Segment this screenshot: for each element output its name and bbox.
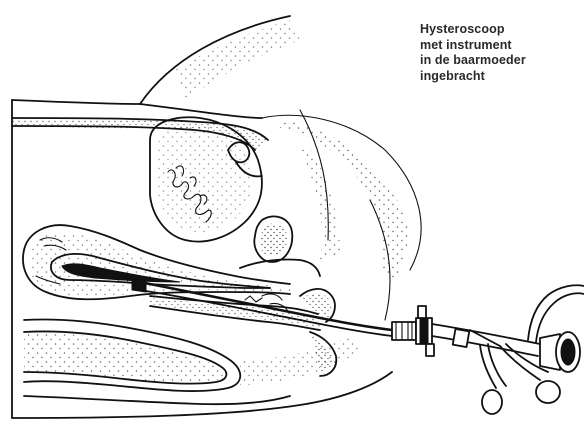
- caption-line-2: met instrument: [420, 38, 580, 54]
- pubic-bone: [254, 216, 292, 262]
- figure-caption: Hysteroscoop met instrument in de baarmo…: [420, 22, 580, 84]
- caption-line-4: ingebracht: [420, 69, 580, 85]
- uterus: [23, 225, 290, 299]
- caption-line-3: in de baarmoeder: [420, 53, 580, 69]
- caption-line-1: Hysteroscoop: [420, 22, 580, 38]
